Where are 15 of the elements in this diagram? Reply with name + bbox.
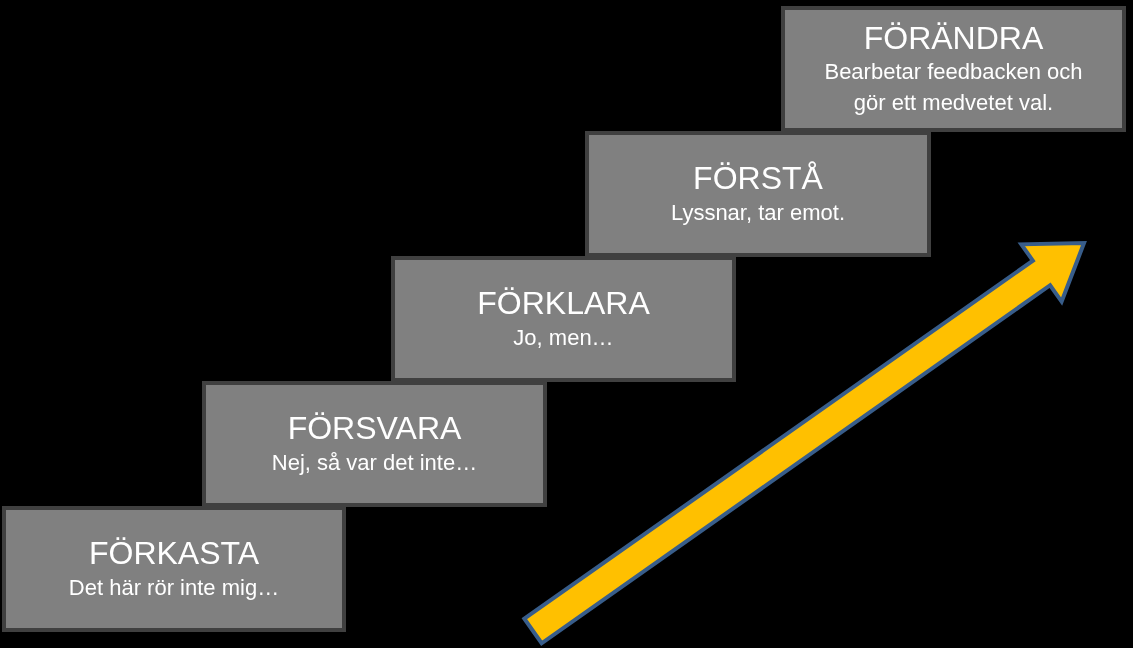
step-box [585, 131, 931, 257]
step-title: FÖRKLARA [477, 284, 650, 323]
step-description: Jo, men… [513, 323, 614, 352]
step-description: Lyssnar, tar emot. [670, 198, 845, 227]
step-title: FÖRSVARA [287, 409, 462, 448]
step-description: Det här rör inte mig… [68, 573, 280, 602]
step-title: FÖRSTÅ [693, 159, 823, 198]
step-box [781, 6, 1126, 132]
step-box [391, 256, 736, 382]
step-description: Nej, så var det inte… [271, 448, 478, 477]
step-title: FÖRKASTA [88, 534, 260, 573]
step-box [202, 381, 547, 507]
step-box [2, 506, 346, 632]
step-description: Bearbetar feedbacken och gör ett medvetet val. [823, 58, 1084, 118]
step-title: FÖRÄNDRA [863, 19, 1044, 58]
